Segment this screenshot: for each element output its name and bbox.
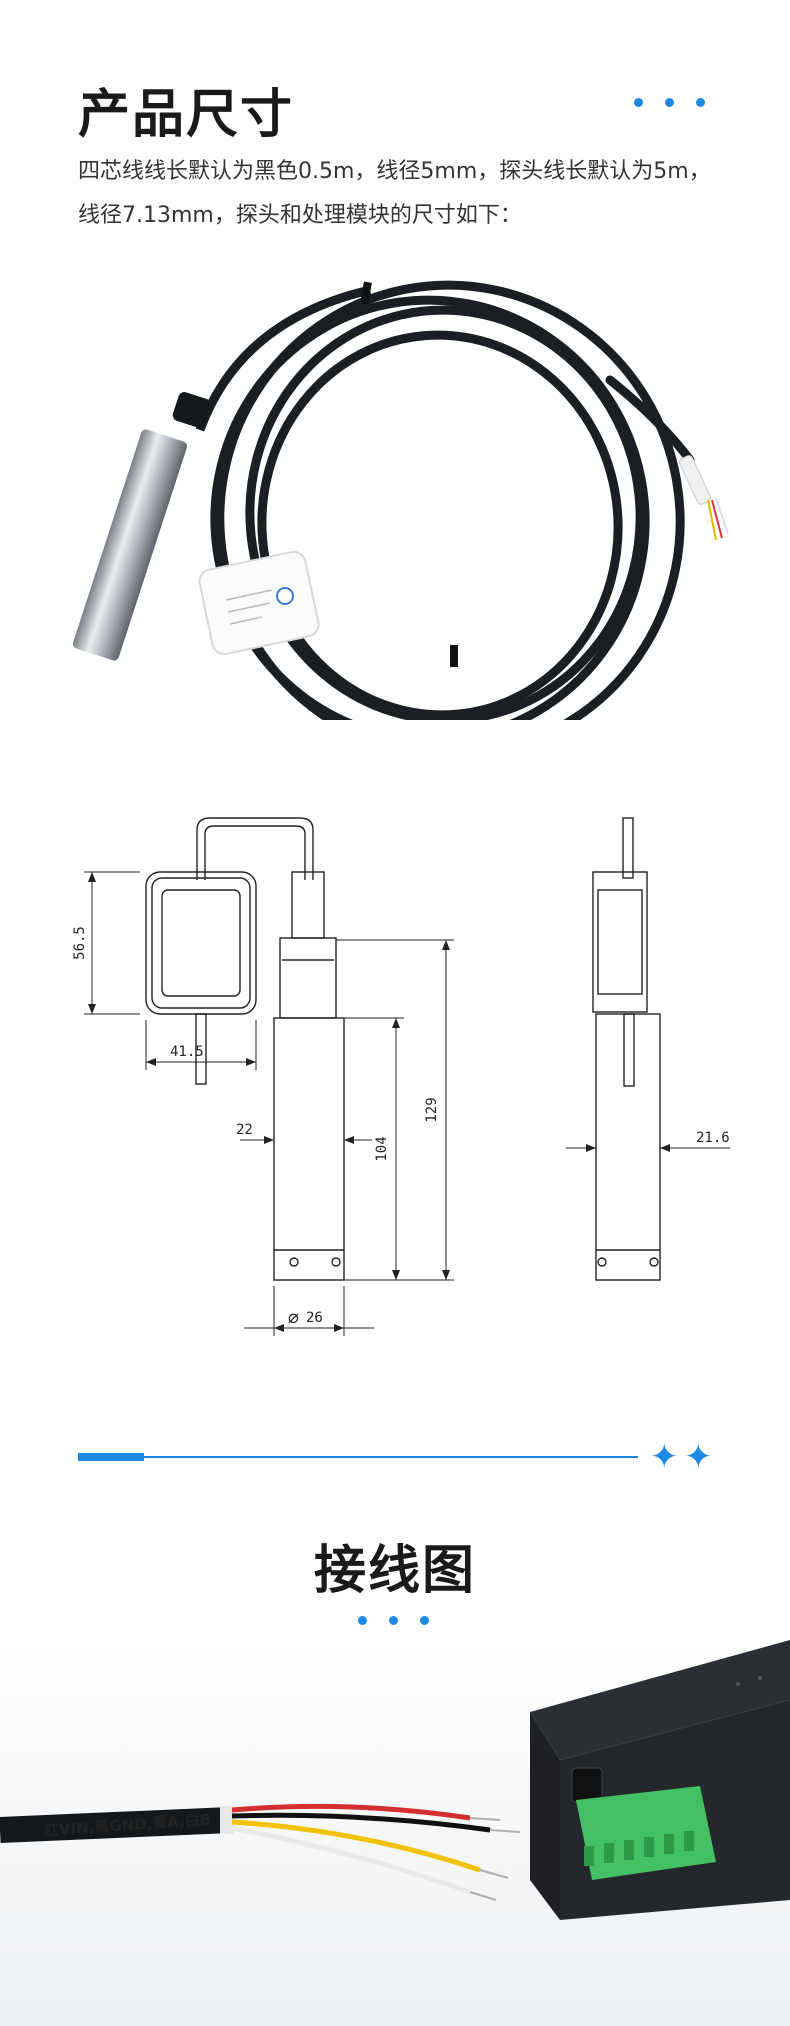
intro-text: 四芯线线长默认为黑色0.5m，线径5mm，探头线长默认为5m， 线径7.13mm… bbox=[78, 150, 758, 238]
dim-module-height: 56.5 bbox=[72, 926, 88, 960]
dot-icon bbox=[358, 1616, 367, 1625]
dim-probe-body: 104 bbox=[374, 1136, 390, 1161]
section-title-size: 产品尺寸 bbox=[78, 85, 295, 145]
dim-probe-inner: 22 bbox=[236, 1122, 253, 1138]
dimension-drawing: 56.5 41.5 22 104 129 21.6 ∅ 26 bbox=[72, 817, 730, 1336]
decorative-dots bbox=[634, 98, 705, 107]
dim-diameter-symbol: ∅ bbox=[288, 1308, 299, 1329]
dot-icon bbox=[389, 1616, 398, 1625]
dim-module-width: 41.5 bbox=[170, 1044, 204, 1060]
section-divider-accent bbox=[78, 1453, 144, 1461]
dot-icon bbox=[696, 98, 705, 107]
dot-icon bbox=[634, 98, 643, 107]
dim-diameter: 26 bbox=[306, 1310, 323, 1326]
section-divider bbox=[78, 1456, 638, 1458]
intro-line-2: 线径7.13mm，探头和处理模块的尺寸如下： bbox=[78, 203, 522, 228]
section-title-wiring: 接线图 bbox=[313, 1541, 476, 1601]
sparkle-icon: ✦ bbox=[684, 1437, 713, 1477]
wiring-photo bbox=[0, 1640, 790, 2026]
dot-icon bbox=[665, 98, 674, 107]
decorative-dots bbox=[358, 1616, 429, 1625]
intro-line-1: 四芯线线长默认为黑色0.5m，线径5mm，探头线长默认为5m， bbox=[78, 159, 711, 184]
product-photo bbox=[72, 280, 729, 720]
dim-side-width: 21.6 bbox=[696, 1130, 730, 1146]
sparkle-icon: ✦ bbox=[650, 1437, 679, 1477]
dim-probe-total: 129 bbox=[424, 1097, 440, 1122]
dot-icon bbox=[420, 1616, 429, 1625]
